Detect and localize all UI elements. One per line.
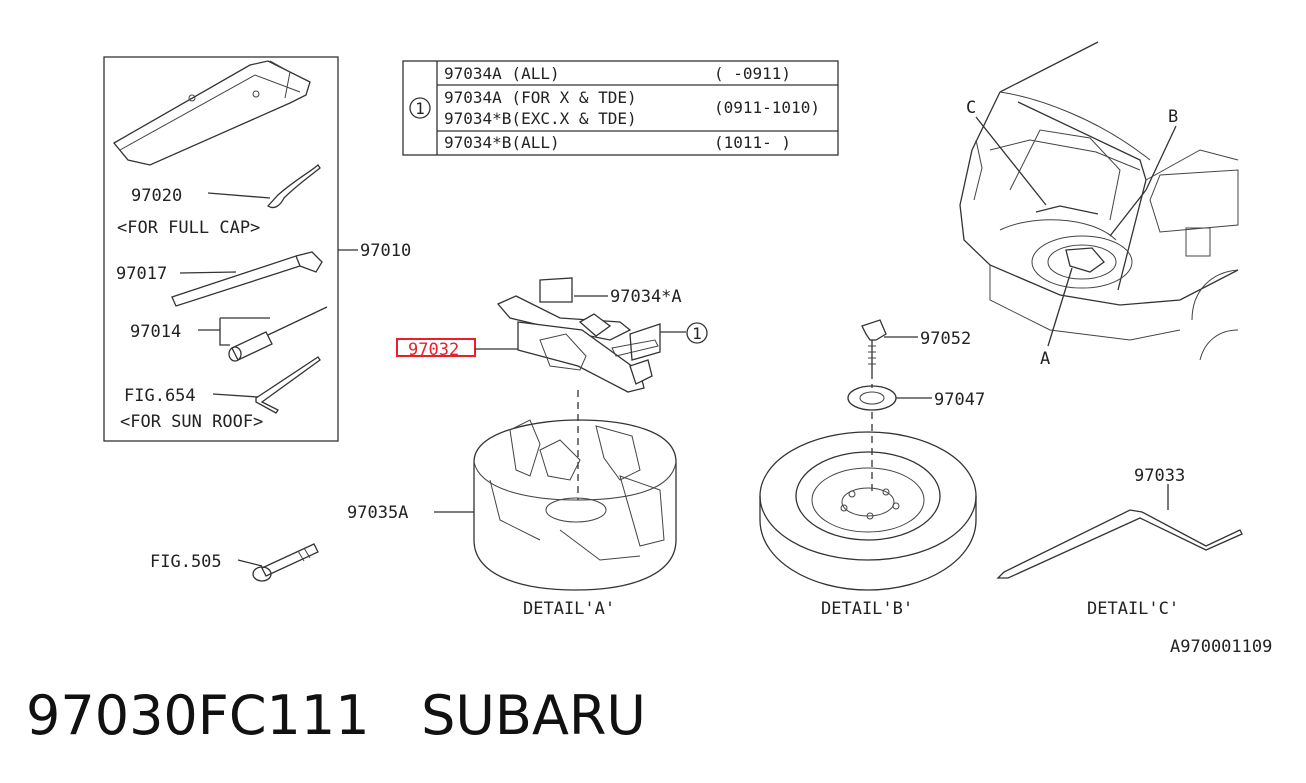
spare-tire-bolt-drawing xyxy=(861,319,887,372)
jack-drawing xyxy=(496,277,661,393)
part-number-title: 97030FC111 SUBARU xyxy=(26,684,646,747)
label-97052: 97052 xyxy=(920,329,971,349)
table-circle-marker xyxy=(409,97,431,119)
tow-hook-drawing xyxy=(252,543,319,582)
label-fig-654: FIG.654 xyxy=(124,386,196,406)
spare-tire-drawing xyxy=(759,431,977,591)
label-fig-505: FIG.505 xyxy=(150,552,222,572)
callout-circle-1 xyxy=(686,322,708,344)
jack-caution-tag xyxy=(629,323,661,361)
table-row-1-code: 97034A (ALL) xyxy=(444,64,560,83)
vehicle-callout-a: A xyxy=(1040,349,1050,369)
label-97032[interactable]: 97032 xyxy=(408,340,459,360)
vehicle-rear-drawing xyxy=(959,41,1239,361)
table-row-3-code: 97034*B(EXC.X & TDE) xyxy=(444,109,637,128)
label-detail-b: DETAIL'B' xyxy=(821,599,913,619)
table-row-4-range: (1011- ) xyxy=(714,133,791,152)
tool-bag-drawing xyxy=(113,60,311,166)
drawing-number: A970001109 xyxy=(1170,637,1272,657)
table-circle-number: 1 xyxy=(415,99,425,118)
label-97035a: 97035A xyxy=(347,503,408,523)
callout-circle-1-number: 1 xyxy=(692,324,702,343)
applicability-table: 1 97034A (ALL) ( -0911) 97034A (FOR X & … xyxy=(402,60,839,156)
hook-tool-drawing xyxy=(267,164,321,209)
jack-label-tag xyxy=(539,277,573,303)
vehicle-callout-b: B xyxy=(1168,107,1178,127)
table-row-4-code: 97034*B(ALL) xyxy=(444,133,560,152)
label-detail-c: DETAIL'C' xyxy=(1087,599,1179,619)
wheel-wrench-drawing xyxy=(171,255,301,307)
label-detail-a: DETAIL'A' xyxy=(523,599,615,619)
spacer-cone-drawing xyxy=(847,385,897,411)
label-97047: 97047 xyxy=(934,390,985,410)
label-97034a: 97034*A xyxy=(610,287,682,307)
hook-rod-drawing xyxy=(996,509,1243,579)
label-97017: 97017 xyxy=(116,264,167,284)
label-97033: 97033 xyxy=(1134,466,1185,486)
label-97014: 97014 xyxy=(130,322,181,342)
label-for-full-cap: <FOR FULL CAP> xyxy=(117,218,260,238)
tool-kit-box: 97020 <FOR FULL CAP> 97017 97014 FIG.654… xyxy=(103,56,339,442)
hex-key-drawing xyxy=(255,356,321,414)
vehicle-callout-c: C xyxy=(966,98,976,118)
label-for-sun-roof: <FOR SUN ROOF> xyxy=(120,412,263,432)
table-row-1-range: ( -0911) xyxy=(714,64,791,83)
foam-tray-drawing xyxy=(473,419,677,591)
label-97010: 97010 xyxy=(360,241,411,261)
highlight-97032[interactable] xyxy=(396,338,476,357)
table-row-2-code: 97034A (FOR X & TDE) xyxy=(444,88,637,107)
label-97020: 97020 xyxy=(131,186,182,206)
jack-handle-drawing xyxy=(267,306,328,336)
table-row-2-range: (0911-1010) xyxy=(714,98,820,117)
